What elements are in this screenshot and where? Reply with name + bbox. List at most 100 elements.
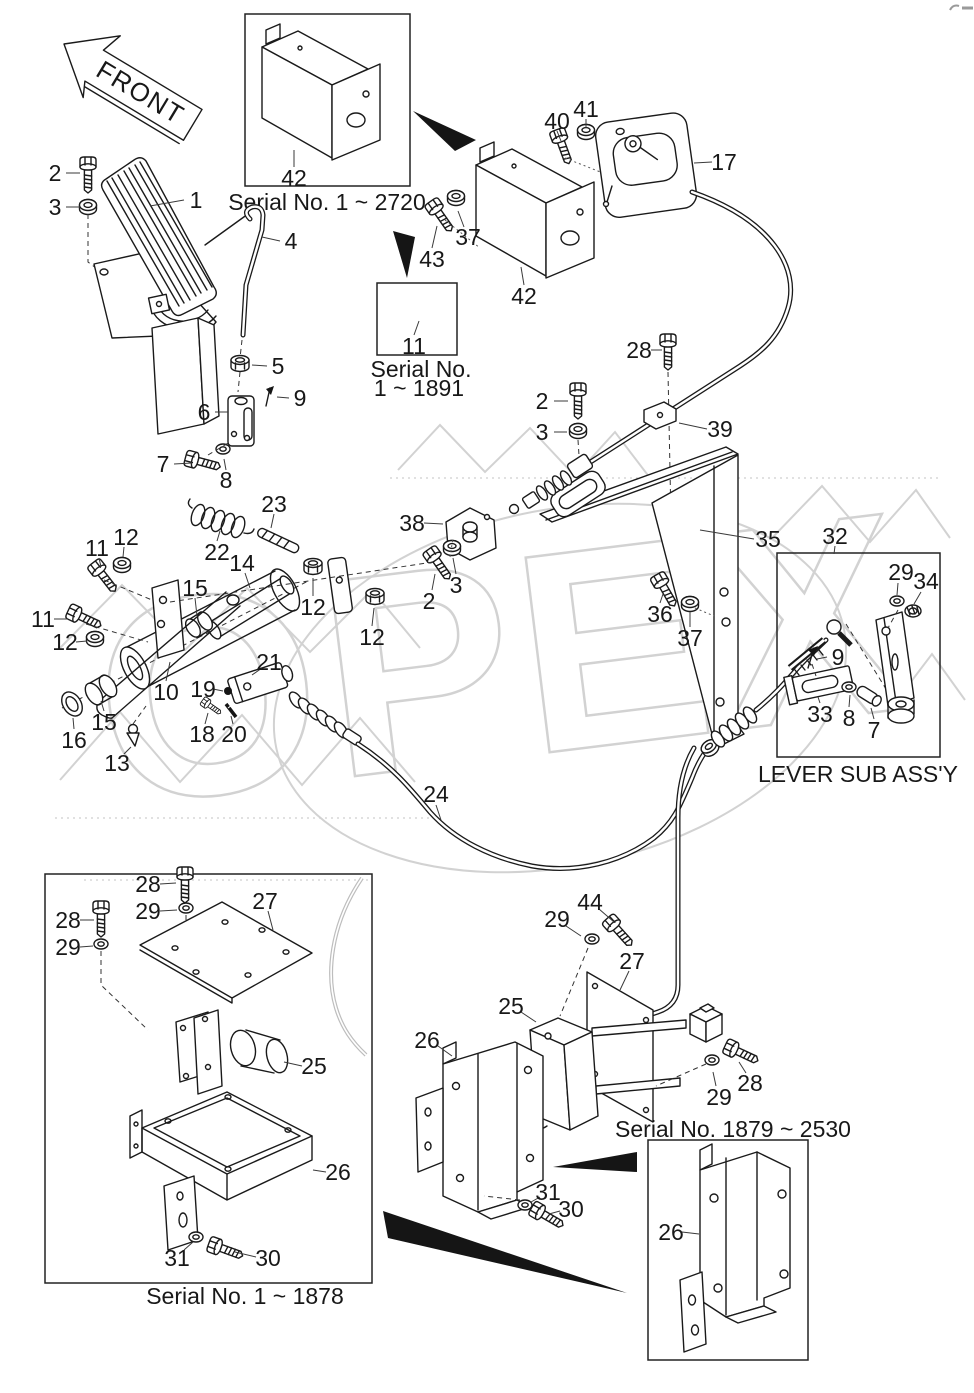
leader-line [204,712,209,725]
leader-line [896,582,899,596]
washer-29 [584,933,600,945]
part-label-28: 28 [737,1070,763,1096]
part-label-10: 10 [153,679,179,705]
mid-bracket-assembly [421,333,745,747]
leader-line [173,462,193,465]
leader-line [659,593,664,604]
corner-mark [949,4,973,11]
nut-12 [365,587,385,606]
leader-line [548,1210,561,1215]
stop-assembly-early [84,866,370,1265]
part-label-31: 31 [164,1245,190,1271]
bolt-28 [659,333,677,371]
bracket-42-early [261,23,381,161]
serial-1878-label: Serial No. 1 ~ 1878 [146,1283,344,1309]
front-arrow: FRONT [63,35,203,145]
channel-bracket-26 [415,1041,544,1220]
nut-3 [442,539,462,557]
leader-line [870,707,875,720]
part-label-7: 7 [868,717,881,743]
part-label-12: 12 [359,624,385,650]
part-label-2: 2 [536,388,549,414]
box-bracket-26 [129,1091,313,1251]
leader-line [283,1061,303,1067]
leader-line [681,1231,700,1235]
pin-20 [224,702,238,719]
nut-12 [85,630,105,648]
part-label-11: 11 [85,535,109,561]
leader-line [848,694,851,708]
bolt-2 [569,382,587,420]
washer-29 [704,1054,720,1066]
part-label-25: 25 [301,1053,327,1079]
part-label-12: 12 [300,594,326,620]
leader-line [437,1045,453,1057]
leader-line [234,1251,257,1258]
leader-line [452,557,457,575]
part-label-5: 5 [272,353,285,379]
part-label-1: 1 [190,187,203,213]
leader-line [435,804,442,821]
leader-line [413,320,420,336]
box-serial-2530 [647,1139,809,1361]
part-label-4: 4 [285,228,298,254]
leader-line [75,640,88,643]
actuator-25 [175,1009,289,1095]
cable-adjuster [508,453,594,515]
bolt-44 [600,912,639,952]
leader-line [423,522,444,525]
part-label-14: 14 [229,550,255,576]
stop-assembly-late [415,745,762,1234]
part-label-40: 40 [544,108,570,134]
bolt-30 [205,1235,247,1265]
part-label-32: 32 [822,523,848,549]
leader-line [100,700,105,712]
plate-17 [594,112,698,218]
part-label-35: 35 [755,526,781,552]
part-label-9: 9 [294,385,307,411]
serial-1891-label-line2: 1 ~ 1891 [374,375,464,401]
leader-line [72,717,75,730]
leader-line [530,1196,541,1203]
part-label-2: 2 [49,160,62,186]
leader-line [431,225,438,249]
washer-8 [841,681,857,693]
leader-line [165,661,171,682]
leader-line [816,656,828,660]
part-label-19: 19 [190,676,216,702]
part-label-3: 3 [49,194,62,220]
part-label-23: 23 [261,491,287,517]
part-label-39: 39 [707,416,733,442]
leader-line [699,529,755,540]
leader-line [216,530,221,542]
nut-37 [680,595,700,613]
part-label-34: 34 [913,568,939,594]
bolt-28 [176,866,194,904]
box-serial-1878 [44,873,373,1284]
lever-sub-assembly [783,595,922,724]
nut-12 [303,557,323,576]
washer-29 [93,938,109,950]
leader-line [312,1169,327,1173]
pointer-arrow-icon [413,111,476,151]
part-label-29: 29 [888,559,914,585]
pin-7 [856,685,882,707]
part-label-42: 42 [281,165,307,191]
part-label-31: 31 [535,1179,561,1205]
part-label-11: 11 [31,606,55,632]
leader-line [251,667,263,676]
box-lever-sub-assy [776,552,941,758]
part-label-3: 3 [536,419,549,445]
part-label-29: 29 [706,1084,732,1110]
leader-line [123,746,132,755]
bushing-15 [84,674,118,706]
box-serial-2720 [244,13,411,187]
cotter-pin-9 [265,386,274,407]
seal-16 [61,691,83,717]
washer-3 [568,422,588,440]
part-label-28: 28 [626,337,652,363]
serial-2720-label: Serial No. 1 ~ 2720 [228,189,426,215]
